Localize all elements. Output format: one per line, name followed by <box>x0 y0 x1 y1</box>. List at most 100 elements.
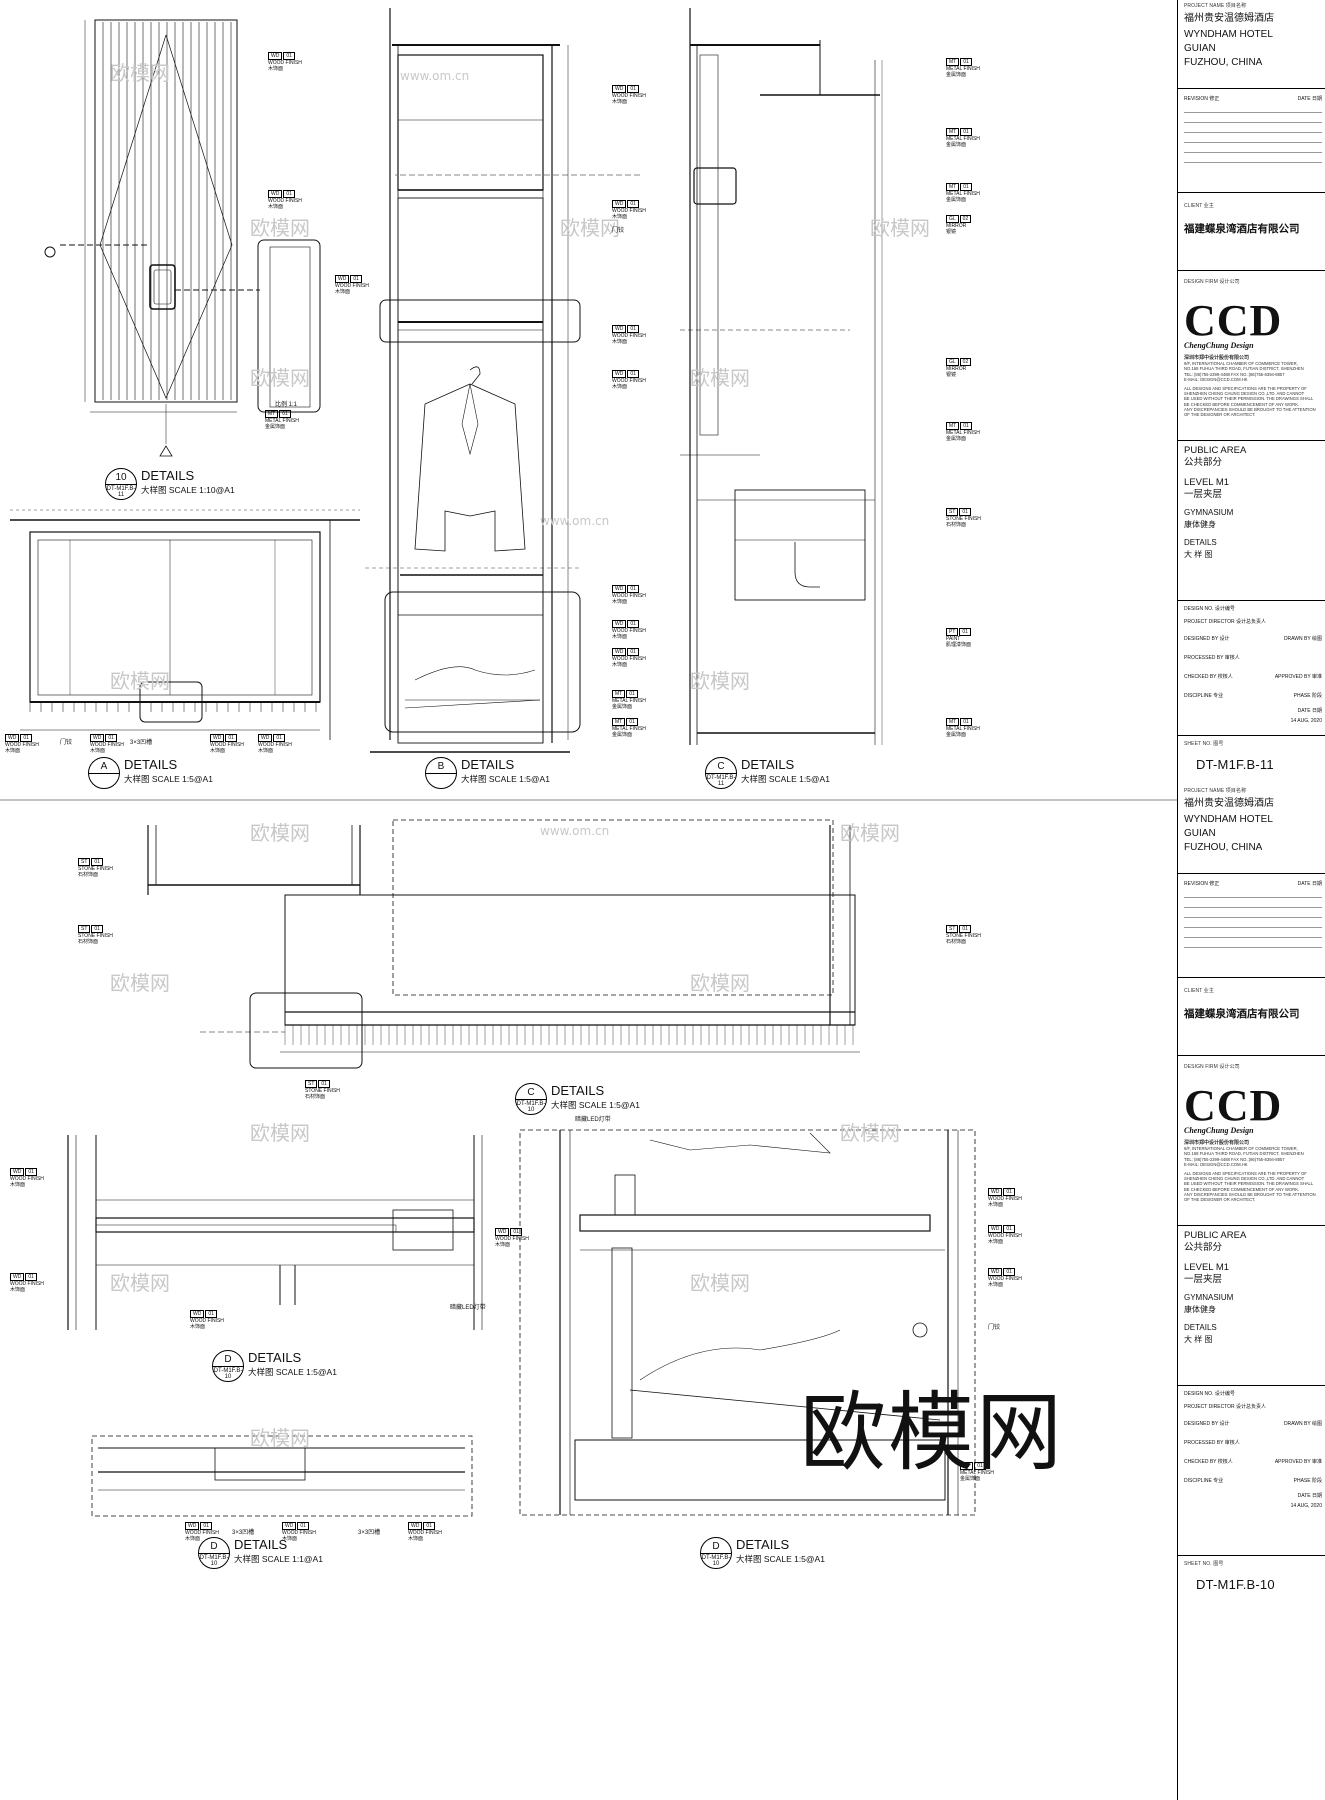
note-scale: 比例 1:1 <box>275 402 298 408</box>
tag-en: WOOD FINISH <box>612 93 646 99</box>
level-en: LEVEL M1 <box>1184 1262 1230 1273</box>
detail-c-plan <box>147 819 860 1069</box>
watermark-mark: 欧模网 <box>110 61 170 85</box>
tag-number: 01 <box>91 858 103 866</box>
tag-en: STONE FINISH <box>946 516 981 522</box>
project-name-en: WYNDHAM HOTEL <box>1184 29 1273 40</box>
tag-number: 01 <box>960 183 972 191</box>
tag-en: METAL FINISH <box>946 430 980 436</box>
watermark-mark: 欧模网 <box>250 821 310 845</box>
firm-address: TEL: (86)755-2399-4488 FAX NO.:(86)755-8… <box>1184 371 1285 377</box>
tag-code: ST <box>305 1080 318 1088</box>
tag-number: 01 <box>350 275 362 283</box>
tag-code: GL <box>946 358 959 366</box>
tag-cn: 石材饰面 <box>78 872 99 878</box>
title-block-2: PROJECT NAME 项目名称 福州贵安温德姆酒店 WYNDHAM HOTE… <box>1177 785 1325 1800</box>
tag-cn: 金属饰面 <box>946 732 967 738</box>
client-label: CLIENT 业主 <box>1184 203 1214 209</box>
tag-code: ST <box>78 858 91 866</box>
detail-d-small <box>91 1435 473 1517</box>
tag-number: 01 <box>279 410 291 418</box>
space-en: GYMNASIUM <box>1184 508 1234 517</box>
watermark-mark: 欧模网 <box>110 971 170 995</box>
tag-number: 01 <box>105 734 117 742</box>
tag-code: MT <box>946 183 960 191</box>
client-name: 福建蝶泉湾酒店有限公司 <box>1184 223 1300 235</box>
disclaimer: OF THE DESIGNER OR ARCHITECT. <box>1184 1197 1256 1203</box>
space-cn: 康体健身 <box>1184 1305 1216 1314</box>
tag-cn: 银镜 <box>946 229 957 235</box>
revision-label: REVISION 修正 <box>1184 96 1220 102</box>
tag-cn: 木饰面 <box>612 634 628 640</box>
tag-code: WD <box>988 1188 1003 1196</box>
tag-cn: 金属饰面 <box>946 436 967 442</box>
tag-cn: 木饰面 <box>185 1536 201 1542</box>
tag-code: WD <box>612 648 627 656</box>
tag-en: METAL FINISH <box>265 418 299 424</box>
note-led: 暗藏LED灯带 <box>450 1305 486 1311</box>
tag-number: 01 <box>960 422 972 430</box>
tag-en: WOOD FINISH <box>612 656 646 662</box>
note-hinge: 门铰 <box>612 228 625 234</box>
tag-cn: 石材饰面 <box>78 939 99 945</box>
project-label: PROJECT NAME 项目名称 <box>1184 788 1247 794</box>
disclaimer: BE USED WITHOUT THEIR PERMISSION. THE DR… <box>1184 1181 1314 1187</box>
firm-logo-sub: ChengChung Design <box>1184 341 1254 350</box>
tag-number: 01 <box>1003 1188 1015 1196</box>
tag-en: WOOD FINISH <box>10 1176 44 1182</box>
tag-number: 01 <box>200 1522 212 1530</box>
tag-number: 01 <box>225 734 237 742</box>
tag-cn: 木饰面 <box>268 204 284 210</box>
tag-en: WOOD FINISH <box>268 60 302 66</box>
tag-cn: 木饰面 <box>988 1239 1004 1245</box>
detail-c-drawer <box>519 1129 976 1516</box>
area-en: PUBLIC AREA <box>1184 1230 1247 1241</box>
level-cn: 一层夹层 <box>1184 1274 1223 1285</box>
note-led: 暗藏LED灯带 <box>575 1117 611 1123</box>
tag-en: WOOD FINISH <box>495 1236 529 1242</box>
tag-code: WD <box>612 325 627 333</box>
tag-number: 01 <box>273 734 285 742</box>
firm-logo: CCD <box>1184 296 1283 345</box>
tag-en: MIRROR <box>946 223 967 229</box>
disclaimer: SHENZHEN CHENG CHUNG DESIGN CO.,LTD. AND… <box>1184 1176 1305 1182</box>
tag-en: METAL FINISH <box>946 191 980 197</box>
watermark-mark: 欧模网 <box>690 971 750 995</box>
tag-number: 01 <box>25 1273 37 1281</box>
tag-code: WD <box>268 52 283 60</box>
watermark-mark: 欧模网 <box>110 669 170 693</box>
tag-cn: 木饰面 <box>408 1536 424 1542</box>
area-en: PUBLIC AREA <box>1184 445 1247 456</box>
disclaimer: ALL DESIGNS AND SPECIFICATIONS ARE THE P… <box>1184 1171 1307 1177</box>
tag-code: WD <box>185 1522 200 1530</box>
tag-code: MT <box>946 58 960 66</box>
tag-number: 01 <box>974 1462 986 1470</box>
detail-a-section <box>10 509 360 740</box>
tag-number: 01 <box>626 690 638 698</box>
tag-number: 01 <box>627 620 639 628</box>
tag-cn: 木饰面 <box>10 1287 26 1293</box>
tag-code: WD <box>268 190 283 198</box>
tag-code: WD <box>10 1168 25 1176</box>
tag-code: MT <box>960 1462 974 1470</box>
drawn-by-label: DRAWN BY 绘图 <box>1283 636 1322 642</box>
tag-number: 01 <box>627 200 639 208</box>
approved-by-label: APPROVED BY 审准 <box>1274 1459 1322 1465</box>
tag-cn: 木饰面 <box>612 662 628 668</box>
level-en: LEVEL M1 <box>1184 477 1230 488</box>
tag-en: WOOD FINISH <box>10 1281 44 1287</box>
watermark-mark: 欧模网 <box>250 366 310 390</box>
tag-cn: 木饰面 <box>258 748 274 754</box>
disclaimer: ANY DISCREPANCIES SHOULD BE BROUGHT TO T… <box>1184 406 1316 412</box>
